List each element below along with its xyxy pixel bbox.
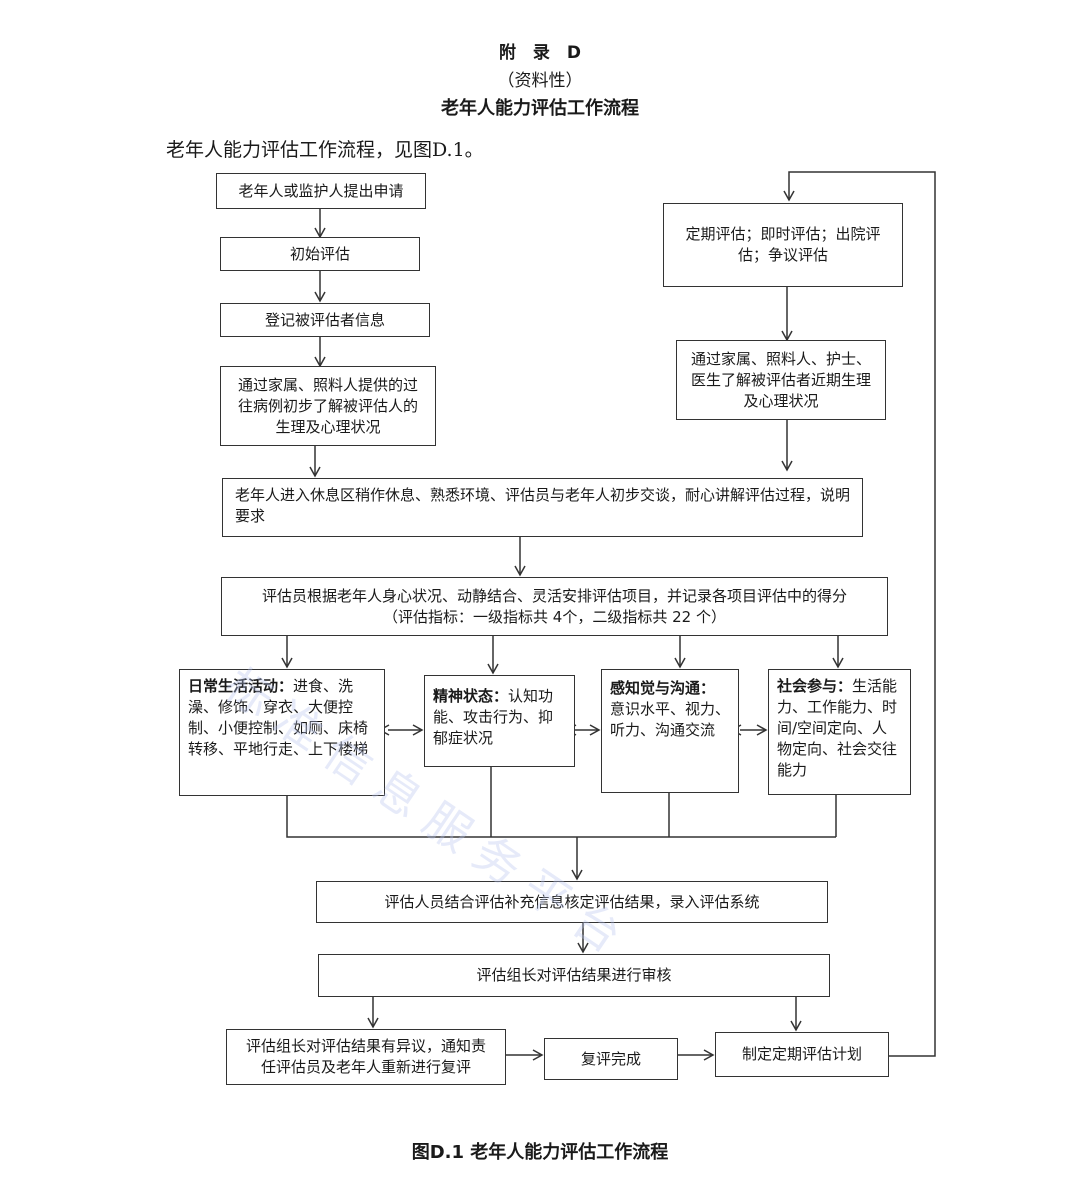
node-arrange-indicators: （评估指标：一级指标共 4个，二级指标共 22 个）: [383, 607, 726, 626]
node-mental: 精神状态：认知功能、攻击行为、抑郁症状况: [424, 675, 575, 767]
node-mental-title: 精神状态：: [433, 687, 509, 705]
node-initial: 初始评估: [220, 237, 420, 271]
arrow-plan-loop: [783, 171, 936, 1057]
node-arrange: 评估员根据老年人身心状况、动静结合、灵活安排评估项目，并记录各项目评估中的得分 …: [221, 577, 888, 636]
node-plan: 制定定期评估计划: [715, 1032, 889, 1077]
node-periodic-label: 定期评估；即时评估；出院评估；争议评估: [685, 225, 881, 264]
node-review-label: 评估组长对评估结果进行审核: [476, 966, 672, 984]
node-social-body: 生活能力、工作能力、时间/空间定向、人物定向、社会交往能力: [777, 677, 898, 779]
appendix-label: 附 录 D: [498, 43, 582, 63]
node-sense-text: 感知觉与沟通： 意识水平、视力、听力、沟通交流: [610, 678, 730, 741]
merge-line: [286, 796, 836, 838]
node-social: 社会参与：生活能力、工作能力、时间/空间定向、人物定向、社会交往能力: [768, 669, 911, 795]
node-social-text: 社会参与：生活能力、工作能力、时间/空间定向、人物定向、社会交往能力: [777, 676, 902, 781]
node-daily-body: 进食、洗澡、修饰、穿衣、大便控制、小便控制、如厕、床椅转移、平地行走、上下楼梯: [188, 677, 369, 758]
node-combine-label: 评估人员结合评估补充信息核定评估结果，录入评估系统: [384, 892, 760, 911]
node-history: 通过家属、照料人提供的过往病例初步了解被评估人的生理及心理状况: [220, 366, 436, 446]
node-rest: 老年人进入休息区稍作休息、熟悉环境、评估员与老年人初步交谈，耐心讲解评估过程，说…: [222, 478, 863, 537]
node-initial-label: 初始评估: [289, 244, 350, 263]
appendix-nature: （资料性）: [497, 71, 583, 91]
node-recent-label: 通过家属、照料人、护士、医生了解被评估者近期生理及心理状况: [690, 349, 871, 410]
node-recheck-done-label: 复评完成: [580, 1049, 641, 1068]
node-recheck-done: 复评完成: [544, 1038, 678, 1080]
appendix-title: 老年人能力评估工作流程: [441, 98, 639, 119]
node-history-label: 通过家属、照料人提供的过往病例初步了解被评估人的生理及心理状况: [237, 375, 418, 436]
node-mental-body: 认知功能、攻击行为、抑郁症状况: [433, 687, 554, 747]
node-recent: 通过家属、照料人、护士、医生了解被评估者近期生理及心理状况: [676, 340, 886, 420]
node-daily-title: 日常生活活动：: [188, 677, 294, 695]
node-review: 评估组长对评估结果进行审核: [318, 954, 830, 997]
node-periodic: 定期评估；即时评估；出院评估；争议评估: [663, 203, 903, 287]
node-apply-label: 老年人或监护人提出申请: [238, 181, 404, 200]
node-register-label: 登记被评估者信息: [264, 310, 385, 329]
node-mental-text: 精神状态：认知功能、攻击行为、抑郁症状况: [433, 686, 566, 749]
node-register: 登记被评估者信息: [220, 303, 430, 337]
node-combine: 评估人员结合评估补充信息核定评估结果，录入评估系统: [316, 881, 828, 923]
node-daily-text: 日常生活活动：进食、洗澡、修饰、穿衣、大便控制、小便控制、如厕、床椅转移、平地行…: [188, 676, 376, 760]
node-social-title: 社会参与：: [777, 677, 853, 695]
intro-text: 老年人能力评估工作流程，见图D.1。: [166, 139, 484, 161]
node-sense-title: 感知觉与沟通：: [610, 679, 716, 697]
figure-caption: 图D.1 老年人能力评估工作流程: [411, 1142, 669, 1163]
node-arrange-label: 评估员根据老年人身心状况、动静结合、灵活安排评估项目，并记录各项目评估中的得分: [261, 586, 847, 605]
node-apply: 老年人或监护人提出申请: [216, 173, 426, 209]
node-daily: 日常生活活动：进食、洗澡、修饰、穿衣、大便控制、小便控制、如厕、床椅转移、平地行…: [179, 669, 385, 796]
node-rest-label: 老年人进入休息区稍作休息、熟悉环境、评估员与老年人初步交谈，耐心讲解评估过程，说…: [235, 486, 851, 525]
node-plan-label: 制定定期评估计划: [741, 1045, 862, 1063]
node-sense-body: 意识水平、视力、听力、沟通交流: [610, 700, 731, 739]
node-sense: 感知觉与沟通： 意识水平、视力、听力、沟通交流: [601, 669, 739, 793]
node-objection: 评估组长对评估结果有异议，通知责任评估员及老年人重新进行复评: [226, 1029, 506, 1085]
node-objection-label: 评估组长对评估结果有异议，通知责任评估员及老年人重新进行复评: [245, 1037, 486, 1076]
